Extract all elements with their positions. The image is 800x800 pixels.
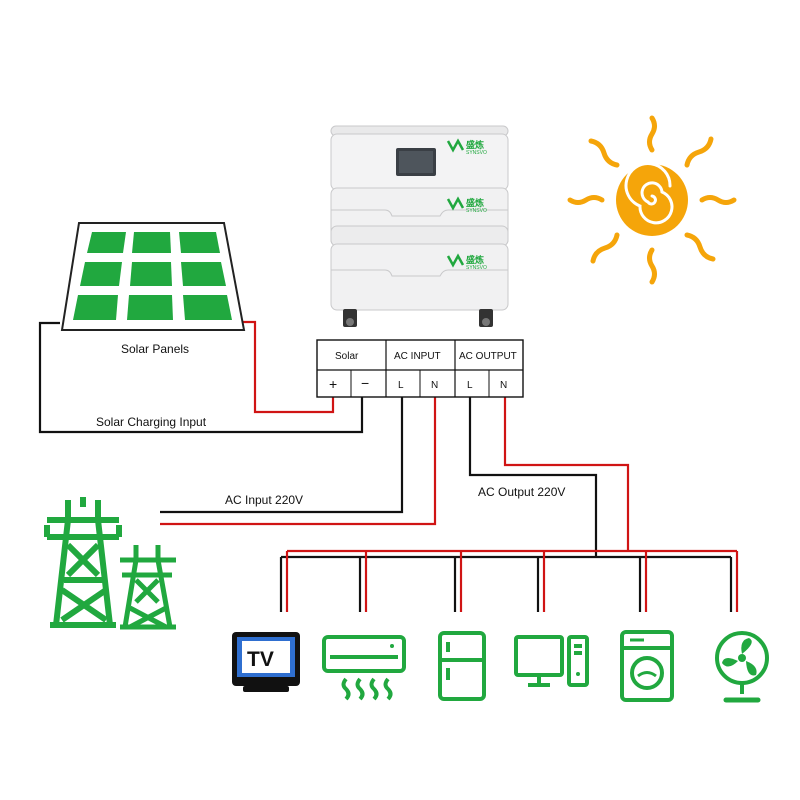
terminal-block: Solar AC INPUT AC OUTPUT + − L N L N	[316, 339, 524, 398]
washing-machine-icon	[620, 630, 674, 702]
tv-icon: TV	[232, 632, 300, 692]
ac-output-l-wire	[468, 392, 598, 557]
solar-panel	[60, 222, 246, 331]
terminal-solar-negative: −	[361, 375, 369, 391]
svg-text:盛炼: 盛炼	[466, 197, 484, 208]
terminal-solar-positive: +	[329, 376, 337, 392]
solar-charging-input-label: Solar Charging Input	[96, 415, 207, 429]
power-pylon-icon	[44, 497, 176, 630]
wiring	[38, 320, 739, 612]
refrigerator-icon	[438, 631, 486, 701]
battery-brand-logo-1: 盛炼 SYNSVO	[446, 138, 487, 156]
ac-input-label: AC Input 220V	[225, 493, 303, 507]
appliance-drops	[279, 551, 739, 612]
terminal-ac-output-n: N	[500, 380, 507, 391]
terminal-ac-input-title: AC INPUT	[394, 351, 441, 362]
battery-brand-logo-2: 盛炼 SYNSVO	[446, 196, 487, 214]
svg-text:SYNSVO: SYNSVO	[466, 150, 487, 156]
ac-input-l-wire	[160, 392, 404, 514]
ac-output-n-wire	[503, 392, 630, 551]
solar-positive-wire	[240, 320, 335, 414]
solar-negative-wire	[38, 321, 364, 434]
svg-text:SYNSVO: SYNSVO	[466, 208, 487, 214]
fan-icon	[715, 631, 769, 703]
desktop-computer-icon	[514, 635, 589, 687]
sun-icon	[567, 115, 737, 285]
svg-text:SYNSVO: SYNSVO	[466, 265, 487, 271]
solar-panels-label: Solar Panels	[121, 342, 189, 356]
svg-text:盛炼: 盛炼	[466, 254, 484, 265]
terminal-ac-input-n: N	[431, 380, 438, 391]
battery-stack: 盛炼 SYNSVO 盛炼 SYNSVO 盛炼 SYNSVO	[330, 125, 509, 327]
terminal-ac-output-l: L	[467, 380, 473, 391]
tv-icon-text: TV	[247, 648, 274, 671]
air-conditioner-icon	[322, 635, 406, 701]
terminal-ac-input-l: L	[398, 380, 404, 391]
ac-output-label: AC Output 220V	[478, 485, 565, 499]
ac-input-n-wire	[160, 392, 437, 526]
battery-brand-logo-3: 盛炼 SYNSVO	[446, 253, 487, 271]
terminal-solar-title: Solar	[335, 351, 359, 362]
terminal-ac-output-title: AC OUTPUT	[459, 351, 517, 362]
svg-text:盛炼: 盛炼	[466, 139, 484, 150]
